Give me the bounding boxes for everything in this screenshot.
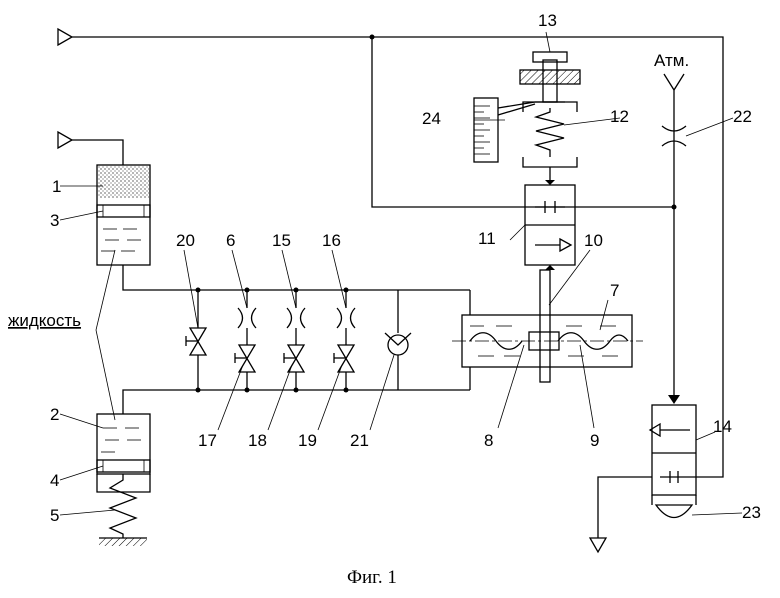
atm-label: Атм.: [654, 51, 689, 70]
label-24: 24: [422, 109, 441, 128]
branch-15-18: [284, 290, 305, 390]
label-14: 14: [713, 417, 732, 436]
label-11: 11: [478, 229, 496, 248]
check-valve-21: [385, 290, 411, 390]
label-19: 19: [298, 431, 317, 450]
spring-12-assembly: [523, 102, 577, 180]
drain-line: [598, 477, 652, 538]
piston-3: [97, 205, 150, 217]
atm-line: [662, 74, 686, 404]
label-2: 2: [50, 405, 59, 424]
top-supply-line: [72, 37, 723, 477]
label-9: 9: [590, 431, 599, 450]
branch-6-17: [235, 290, 256, 390]
label-8: 8: [484, 431, 493, 450]
drain-arrow: [590, 538, 606, 552]
supply-input-arrow: [58, 29, 72, 45]
label-22: 22: [733, 107, 752, 126]
liquid-label: жидкость: [8, 311, 81, 330]
scale-24: [474, 98, 535, 162]
label-13: 13: [538, 11, 557, 30]
label-17: 17: [198, 431, 217, 450]
label-7: 7: [610, 281, 619, 300]
label-21: 21: [350, 431, 369, 450]
upper-manifold-line: [123, 265, 470, 290]
label-5: 5: [50, 506, 59, 525]
label-4: 4: [50, 471, 59, 490]
label-23: 23: [742, 503, 761, 522]
label-3: 3: [50, 211, 59, 230]
valve-14: [650, 405, 696, 518]
label-16: 16: [322, 231, 341, 250]
piston-4: [97, 460, 150, 472]
figure-caption: Фиг. 1: [347, 567, 397, 588]
lower-manifold-line: [123, 390, 470, 414]
valve-20: [186, 290, 206, 390]
label-18: 18: [248, 431, 267, 450]
adjusting-bolt-13: [520, 52, 580, 102]
leader-lines: [60, 32, 742, 515]
label-1: 1: [52, 177, 61, 196]
label-12: 12: [610, 107, 629, 126]
label-20: 20: [176, 231, 195, 250]
branch-16-19: [334, 290, 355, 390]
label-10: 10: [584, 231, 603, 250]
valve-11: [525, 180, 575, 270]
label-15: 15: [272, 231, 291, 250]
accumulator-lower: [97, 414, 150, 546]
rod-10: [540, 270, 550, 382]
actuator-23: [656, 505, 692, 518]
label-6: 6: [226, 231, 235, 250]
accumulator-upper: [58, 132, 150, 265]
